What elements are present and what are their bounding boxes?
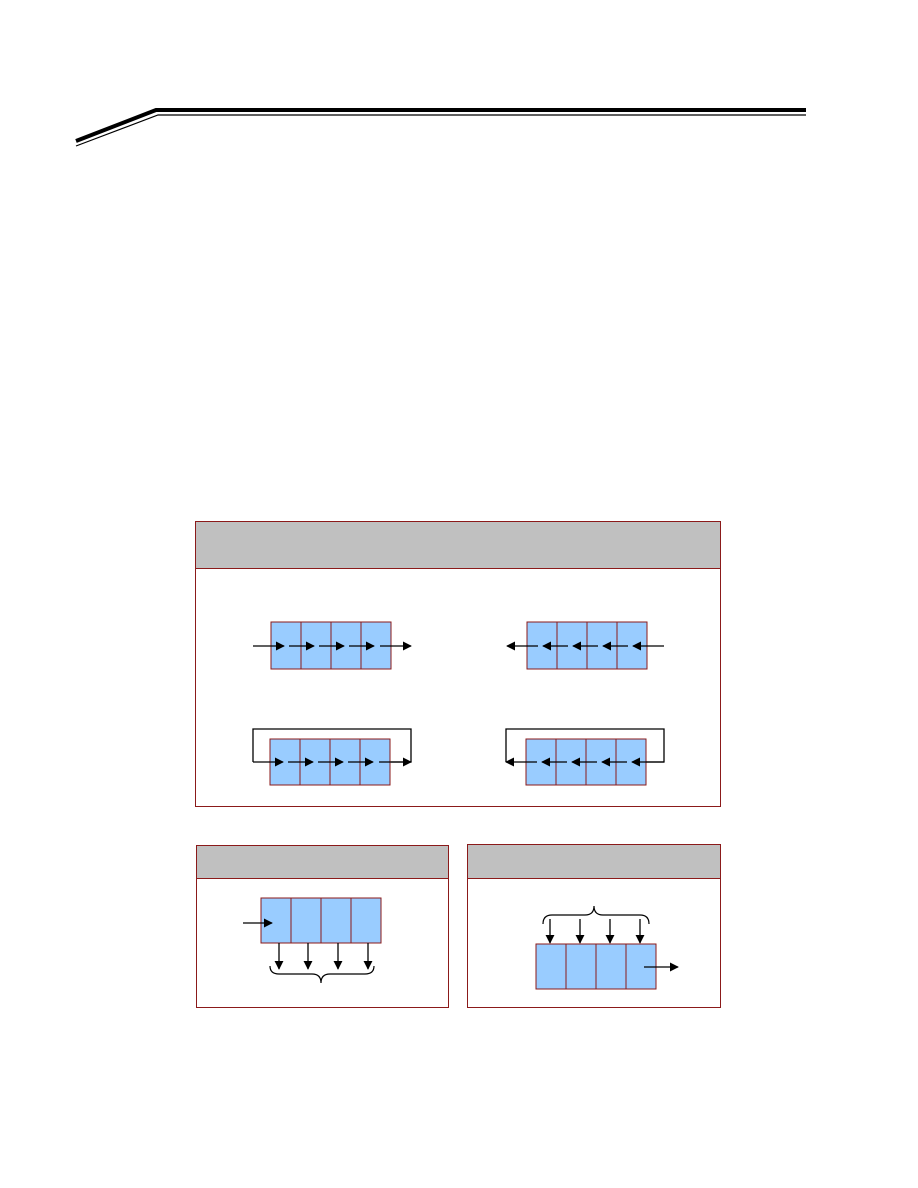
shift-modes-panel-body (196, 569, 720, 806)
register-cell (595, 943, 627, 990)
register-rotate-left (505, 728, 665, 786)
register-shift-right (253, 621, 412, 670)
register-shift-left (506, 621, 664, 670)
register-cell (535, 943, 567, 990)
input-brace (542, 905, 650, 925)
shift-modes-panel (195, 521, 721, 807)
shift-modes-panel-header (196, 522, 720, 569)
sipo-diagram (243, 897, 382, 984)
output-brace (269, 965, 375, 984)
register-cell (320, 897, 352, 944)
shift-modes-diagram (252, 621, 665, 786)
sipo-panel-header (197, 846, 448, 879)
piso-panel (467, 844, 721, 1008)
sipo-panel (196, 845, 449, 1008)
register-cell (350, 897, 382, 944)
register-rotate-right (252, 728, 412, 786)
piso-panel-header (468, 845, 720, 879)
piso-panel-body (468, 879, 720, 1007)
register-cell (290, 897, 322, 944)
header-rule (75, 108, 806, 147)
register-cell (565, 943, 597, 990)
piso-diagram (535, 905, 679, 990)
register-cell (260, 897, 292, 944)
sipo-panel-body (197, 879, 448, 1007)
